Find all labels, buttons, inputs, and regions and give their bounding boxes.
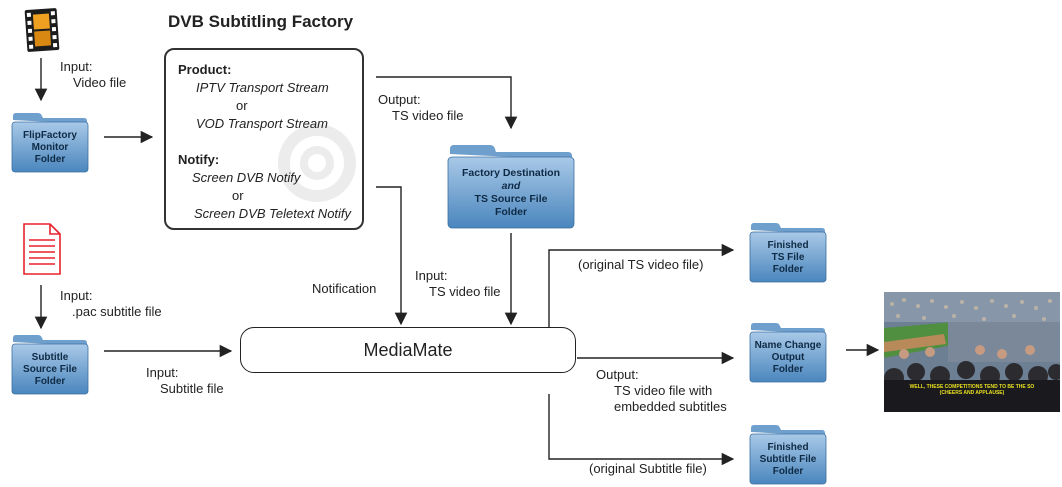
folder-icon [749, 323, 827, 383]
folder-finished-subtitle: Finished Subtitle File Folder [748, 420, 828, 486]
product-heading: Product: [178, 62, 232, 77]
folder-icon [749, 425, 827, 485]
arrow-factory-notification [376, 186, 408, 326]
subtitled-video-frame: WELL, THESE COMPETITIONS TEND TO BE THE … [884, 292, 1060, 412]
label-input-video: Input: Video file [60, 59, 127, 90]
product-line: VOD Transport Stream [196, 116, 328, 131]
folder-flipfactory-monitor: FlipFactory Monitor Folder [10, 108, 90, 174]
film-icon [22, 6, 62, 54]
folder-subtitle-source: Subtitle Source File Folder [10, 330, 90, 396]
folder-finished-ts: Finished TS File Folder [748, 218, 828, 284]
folder-icon [11, 113, 89, 173]
arrow-to-finished-subtitle [548, 394, 735, 466]
product-line: IPTV Transport Stream [196, 80, 329, 95]
folder-name-change-output: Name Change Output Folder [748, 318, 828, 384]
folder-icon [749, 223, 827, 283]
folder-factory-destination: Factory Destination and TS Source File F… [446, 140, 576, 230]
subtitle-document-icon [20, 222, 64, 276]
label-input-pac: Input: .pac subtitle file [60, 288, 162, 319]
product-or: or [236, 98, 248, 113]
label-output-embedded: Output: TS video file with embedded subt… [596, 367, 727, 414]
label-original-ts: (original TS video file) [578, 257, 704, 272]
subtitle-overlay: WELL, THESE COMPETITIONS TEND TO BE THE … [909, 384, 1035, 396]
label-input-ts: Input: TS video file [415, 268, 501, 299]
subtitling-factory-box: Product: IPTV Transport Stream or VOD Tr… [164, 48, 364, 230]
diagram-title: DVB Subtitling Factory [168, 12, 354, 31]
watermark-logo [278, 124, 356, 202]
label-notification: Notification [312, 281, 377, 296]
folder-icon [447, 145, 575, 229]
label-input-subtitle: Input: Subtitle file [146, 365, 224, 396]
notify-line: Screen DVB Teletext Notify [194, 206, 352, 221]
mediamate-box: MediaMate [240, 327, 576, 373]
folder-icon [11, 335, 89, 395]
notify-heading: Notify: [178, 152, 220, 167]
notify-or: or [232, 188, 244, 203]
notify-line: Screen DVB Notify [192, 170, 301, 185]
arrow-to-finished-ts [548, 243, 735, 327]
label-original-subtitle: (original Subtitle file) [589, 461, 707, 476]
arrow-factory-to-destination [376, 76, 518, 130]
label-output-ts: Output: TS video file [378, 92, 464, 123]
